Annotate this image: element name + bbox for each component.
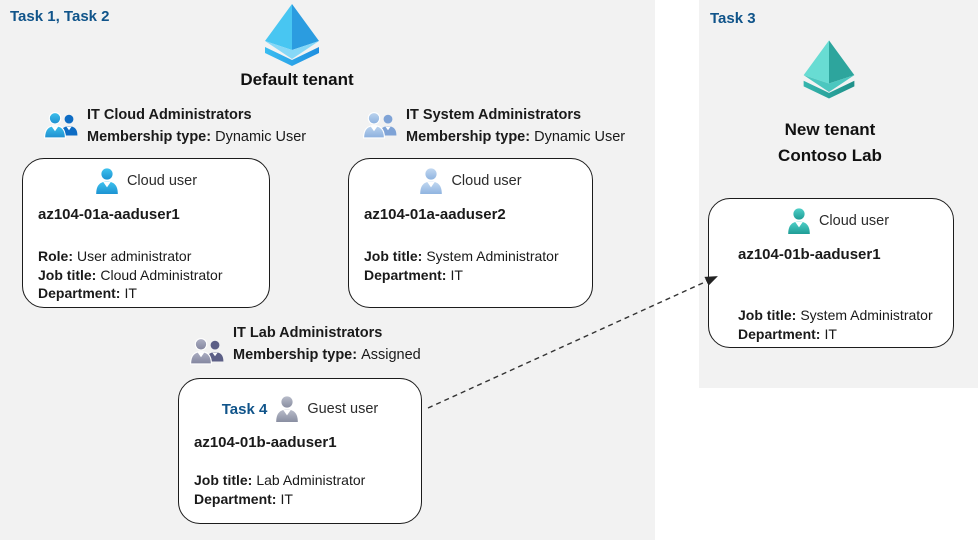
azure-ad-tenant-icon-blue [259,2,325,66]
detail-job-title: Job title:System Administrator [364,248,559,264]
detail-job-title: Job title:Cloud Administrator [38,266,223,283]
group-users-icon-lightblue [363,110,397,141]
username: az104-01a-aaduser2 [364,206,506,223]
user-card-aaduser1: Cloud user az104-01a-aaduser1 Role:User … [22,158,270,308]
task-1-2-label: Task 1, Task 2 [10,8,110,25]
user-details: Job title:System Administrator Departmen… [738,306,938,343]
detail-department: Department:IT [194,490,293,507]
group-users-icon-gray [190,336,224,367]
detail-department: Department:IT [38,285,137,301]
cloud-user-icon-teal [787,207,811,235]
user-card-aaduser2: Cloud user az104-01a-aaduser2 Job title:… [348,158,593,308]
task-3-label: Task 3 [710,10,756,27]
azure-ad-tenant-icon-teal [798,38,860,99]
group-it-cloud-administrators: IT Cloud Administrators Membership type:… [44,104,306,148]
username: az104-01b-aaduser1 [738,246,881,263]
user-type-label: Cloud user [451,173,522,189]
detail-department: Department:IT [364,266,463,283]
username: az104-01b-aaduser1 [194,434,337,451]
detail-job-title: Job title:System Administrator [738,307,933,323]
group-membership: Membership type:Assigned [233,347,421,363]
new-tenant-title: New tenant [784,120,876,139]
username: az104-01a-aaduser1 [38,206,180,223]
user-type-label: Cloud user [126,173,198,189]
detail-role: Role:User administrator [38,248,192,264]
guest-user-icon-gray [275,395,299,423]
default-tenant-title: Default tenant [240,70,354,89]
new-tenant-user-card: Cloud user az104-01b-aaduser1 Job title:… [708,198,954,348]
group-name: IT Cloud Administrators [87,107,252,123]
new-tenant-name: Contoso Lab [778,146,882,165]
guest-user-card: Task 4 Guest user az104-01b-aaduser1 Job… [178,378,422,524]
user-details: Job title:Lab Administrator Department:I… [194,471,406,508]
group-membership: Membership type:Dynamic User [87,129,307,145]
task-4-label: Task 4 [221,400,268,418]
group-it-system-administrators: IT System Administrators Membership type… [363,104,625,148]
user-type-label: Guest user [307,401,379,417]
user-details: Job title:System Administrator Departmen… [364,247,577,284]
cloud-user-icon-blue [95,167,119,195]
cloud-user-icon-lightblue [419,167,443,195]
group-users-icon-blue [44,110,78,141]
detail-department: Department:IT [738,325,837,342]
user-details: Role:User administrator Job title:Cloud … [38,247,254,303]
group-it-lab-administrators: IT Lab Administrators Membership type:As… [190,322,421,367]
detail-job-title: Job title:Lab Administrator [194,472,366,488]
group-membership: Membership type:Dynamic User [406,129,626,145]
group-name: IT System Administrators [406,107,582,123]
user-type-label: Cloud user [818,213,890,229]
group-name: IT Lab Administrators [233,325,383,341]
